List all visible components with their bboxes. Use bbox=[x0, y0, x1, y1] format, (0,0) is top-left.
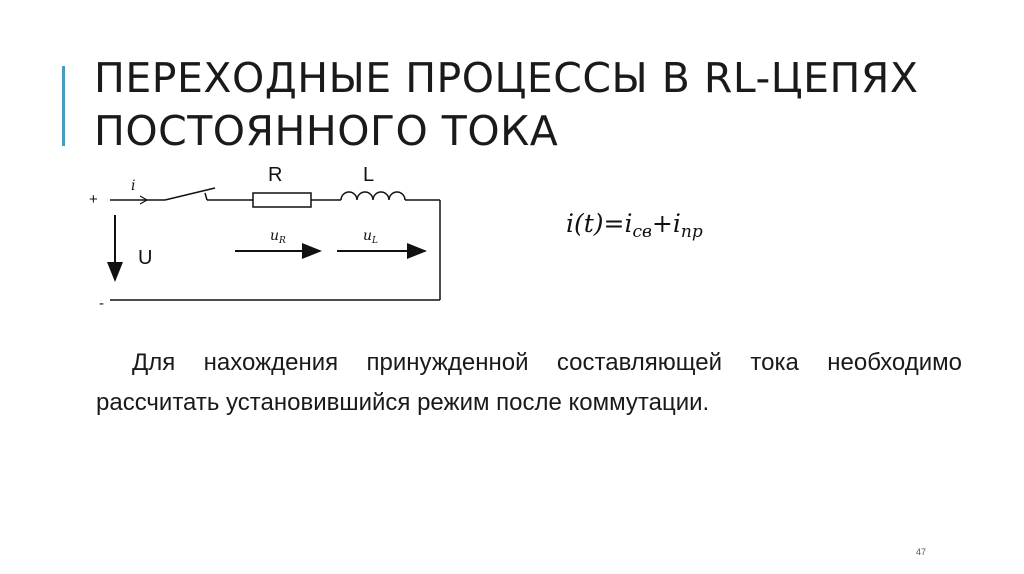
formula-sub-pr: пр bbox=[680, 222, 703, 242]
ur-label-sub: R bbox=[278, 236, 286, 246]
plus-terminal-label: + bbox=[89, 191, 98, 208]
ul-label-sub: L bbox=[371, 236, 378, 246]
ur-label-main: u bbox=[270, 228, 279, 244]
ul-label: uL bbox=[363, 228, 378, 246]
accent-bar bbox=[62, 66, 65, 146]
switch-contact bbox=[204, 192, 208, 201]
inductor bbox=[340, 191, 406, 201]
body-paragraph: Для нахождения принужденной составляющей… bbox=[96, 349, 962, 416]
formula-lhs: i(t)=i bbox=[566, 209, 633, 238]
current-formula: i(t)=iсв+iпр bbox=[566, 209, 703, 242]
switch-blade bbox=[164, 187, 216, 201]
resistor bbox=[252, 192, 312, 208]
current-label: i bbox=[131, 178, 135, 194]
ul-label-main: u bbox=[363, 228, 372, 244]
inductor-label: L bbox=[363, 164, 374, 186]
resistor-label: R bbox=[268, 164, 282, 186]
voltage-label: U bbox=[138, 247, 152, 269]
page-number: 47 bbox=[916, 547, 927, 557]
slide-title: ПЕРЕХОДНЫЕ ПРОЦЕССЫ В RL-ЦЕПЯХ ПОСТОЯННО… bbox=[94, 54, 919, 155]
formula-sub-sv: св bbox=[632, 222, 652, 242]
current-arrow bbox=[139, 195, 149, 205]
minus-terminal-label: - bbox=[99, 295, 104, 312]
ur-label: uR bbox=[270, 228, 286, 246]
rl-circuit-diagram: + - i U R L uR uL bbox=[89, 164, 441, 312]
formula-plus: +i bbox=[651, 209, 681, 238]
